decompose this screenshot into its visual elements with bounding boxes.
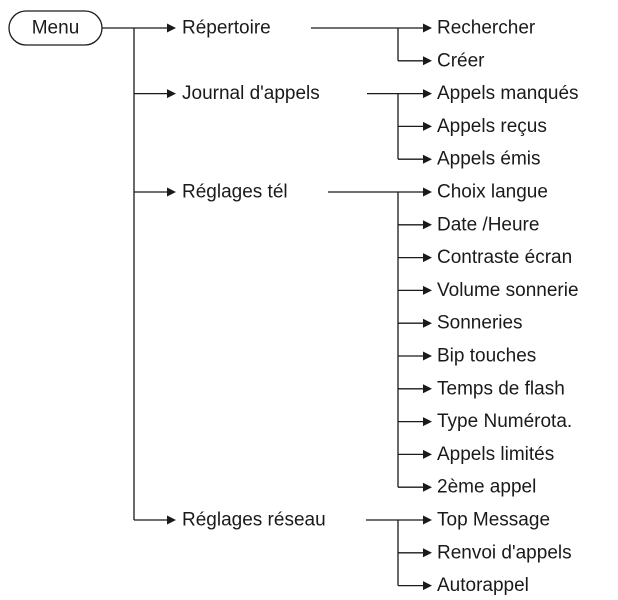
child-arrow-head bbox=[423, 351, 432, 361]
child-arrow-head bbox=[423, 89, 432, 99]
child-label: Appels reçus bbox=[437, 116, 547, 137]
child-arrow-head bbox=[423, 318, 432, 328]
child-label: Créer bbox=[437, 50, 485, 71]
child-arrow-head bbox=[423, 417, 432, 427]
child-label: Date /Heure bbox=[437, 214, 539, 235]
branch-arrow-head bbox=[167, 23, 176, 33]
child-label: 2ème appel bbox=[437, 477, 536, 498]
child-arrow-head bbox=[423, 154, 432, 164]
child-label: Contraste écran bbox=[437, 247, 572, 268]
branch-arrow-head bbox=[167, 515, 176, 525]
child-arrow-head bbox=[423, 581, 432, 591]
root-node-box bbox=[8, 10, 103, 46]
branch-arrow-head bbox=[167, 187, 176, 197]
child-arrow-head bbox=[423, 187, 432, 197]
child-label: Appels manqués bbox=[437, 83, 579, 104]
child-label: Volume sonnerie bbox=[437, 280, 579, 301]
root-node-label: Menu bbox=[32, 18, 80, 39]
child-arrow-head bbox=[423, 482, 432, 492]
child-arrow-head bbox=[423, 285, 432, 295]
connector-layer bbox=[102, 23, 432, 591]
child-label: Choix langue bbox=[437, 182, 548, 203]
branch-label: Répertoire bbox=[182, 18, 271, 39]
child-label: Sonneries bbox=[437, 313, 523, 334]
child-arrow-head bbox=[423, 220, 432, 230]
child-label: Autorappel bbox=[437, 575, 529, 596]
child-arrow-head bbox=[423, 449, 432, 459]
branch-arrow-head bbox=[167, 89, 176, 99]
child-label: Appels émis bbox=[437, 149, 541, 170]
child-label: Rechercher bbox=[437, 18, 536, 39]
child-arrow-head bbox=[423, 515, 432, 525]
child-arrow-head bbox=[423, 548, 432, 558]
child-label: Top Message bbox=[437, 510, 550, 531]
child-arrow-head bbox=[423, 56, 432, 66]
child-label: Bip touches bbox=[437, 346, 536, 367]
child-arrow-head bbox=[423, 253, 432, 263]
child-arrow-head bbox=[423, 121, 432, 131]
child-label: Appels limités bbox=[437, 444, 554, 465]
child-label: Type Numérota. bbox=[437, 411, 572, 432]
branch-label: Réglages réseau bbox=[182, 510, 326, 531]
child-label: Renvoi d'appels bbox=[437, 542, 572, 563]
branch-label: Journal d'appels bbox=[182, 83, 320, 104]
child-arrow-head bbox=[423, 23, 432, 33]
child-arrow-head bbox=[423, 384, 432, 394]
child-label: Temps de flash bbox=[437, 378, 565, 399]
branch-label: Réglages tél bbox=[182, 182, 288, 203]
